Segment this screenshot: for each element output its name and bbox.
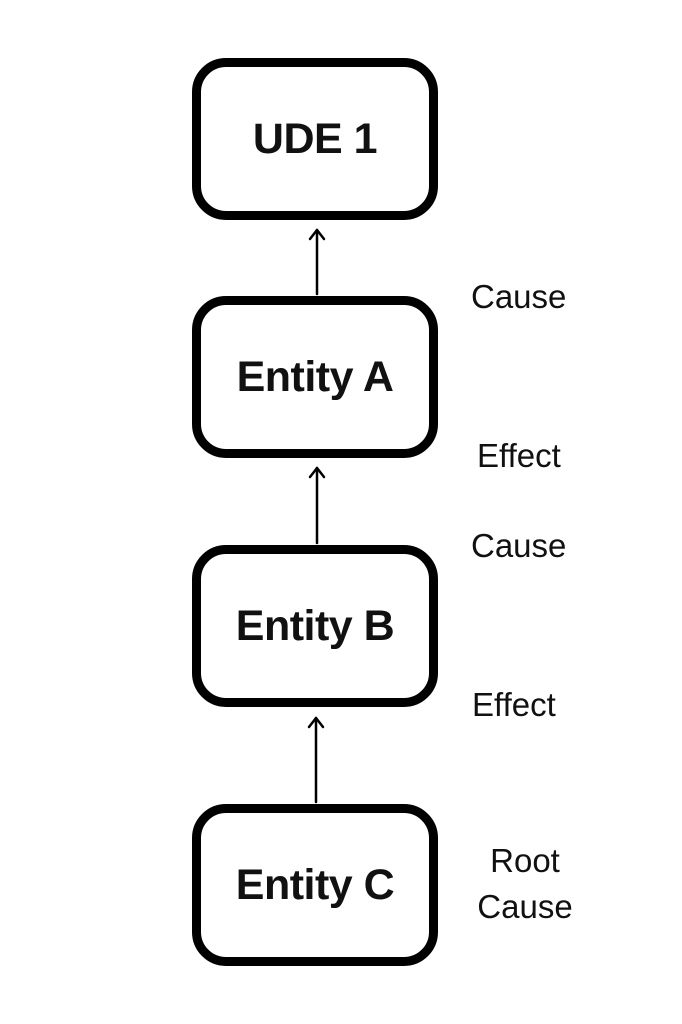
node-ude-1-label: UDE 1 [252, 114, 378, 163]
arrow-b-to-a [308, 466, 326, 545]
effect-label-entity-b: Effect [472, 686, 556, 723]
node-entity-a: Entity A [192, 296, 438, 458]
arrow-a-to-ude [308, 228, 326, 296]
root-cause-line-2: Cause [477, 888, 573, 925]
node-entity-b-label: Entity B [235, 601, 395, 650]
cause-label-entity-b: Cause [471, 527, 567, 564]
root-cause-line-1: Root [490, 842, 560, 879]
cause-label-entity-a: Cause [471, 278, 567, 315]
root-cause-label: Root Cause [470, 838, 580, 930]
node-entity-c-label: Entity C [235, 860, 395, 909]
node-ude-1: UDE 1 [192, 58, 438, 220]
node-entity-a-label: Entity A [236, 352, 394, 401]
arrow-c-to-b [307, 716, 325, 804]
node-entity-c: Entity C [192, 804, 438, 966]
node-entity-b: Entity B [192, 545, 438, 707]
effect-label-entity-a: Effect [477, 437, 561, 474]
